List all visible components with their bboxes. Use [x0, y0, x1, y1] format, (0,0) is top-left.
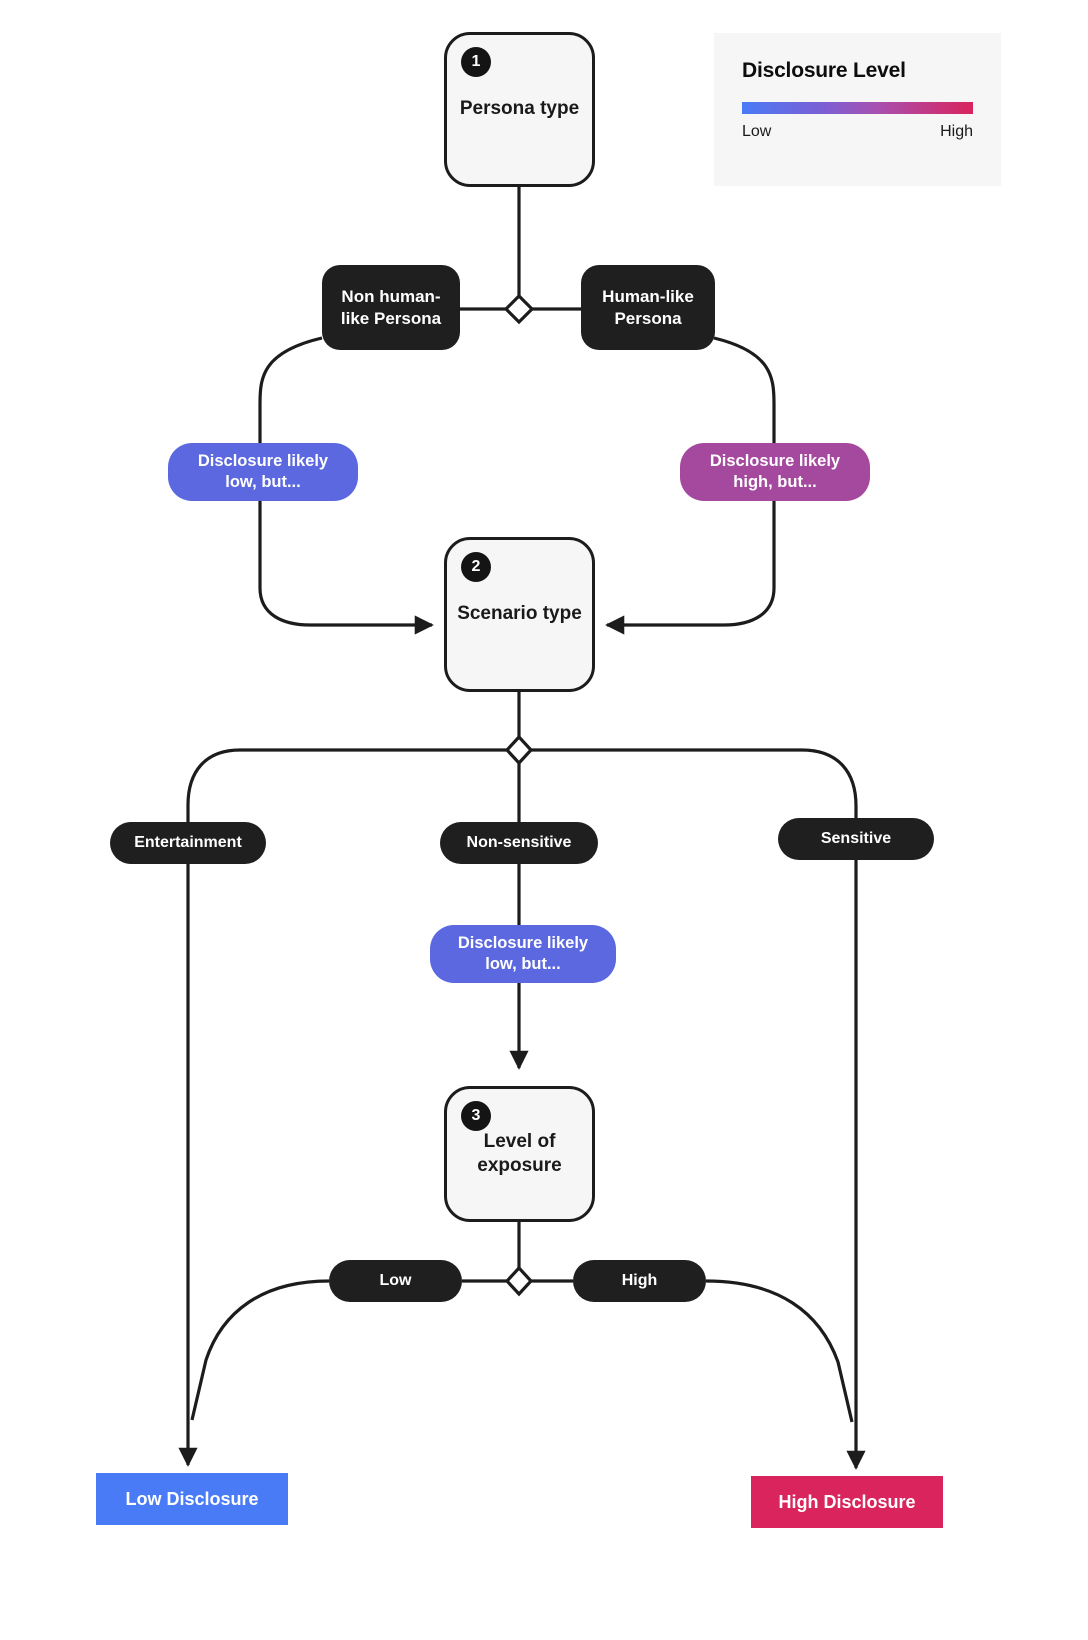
option-label: Entertainment: [134, 833, 242, 851]
note-persona-high-disclosure: Disclosure likely high, but...: [680, 443, 870, 501]
stage-title-level-of-exposure: Level of exposure: [477, 1130, 562, 1176]
stage-level-of-exposure[interactable]: 3 Level of exposure: [444, 1086, 595, 1222]
note-scenario-low-disclosure: Disclosure likely low, but...: [430, 925, 616, 983]
stage-number-badge-3: 3: [461, 1101, 491, 1131]
note-persona-low-disclosure: Disclosure likely low, but...: [168, 443, 358, 501]
option-exposure-high[interactable]: High: [573, 1260, 706, 1302]
note-label: Disclosure likely low, but...: [457, 933, 589, 973]
stage-title-persona-type: Persona type: [459, 98, 580, 120]
stage-persona-type[interactable]: 1 Persona type: [444, 32, 595, 187]
option-label: Low: [379, 1271, 412, 1289]
stage-number-badge-1: 1: [461, 47, 491, 77]
option-label: Non human-like Persona: [340, 287, 442, 328]
option-label: High: [621, 1271, 658, 1289]
legend-scale: Low High: [742, 123, 973, 141]
note-label: Disclosure likely low, but...: [197, 451, 329, 491]
option-non-sensitive[interactable]: Non-sensitive: [440, 822, 598, 864]
legend-panel: Disclosure Level Low High: [714, 33, 1001, 186]
stage-number-badge-2: 2: [461, 552, 491, 582]
result-label: Low Disclosure: [125, 1488, 259, 1509]
result-label: High Disclosure: [778, 1491, 916, 1512]
stage-title-scenario-type: Scenario type: [457, 603, 582, 625]
option-label: Sensitive: [820, 829, 892, 847]
legend-title: Disclosure Level: [742, 59, 906, 82]
option-sensitive[interactable]: Sensitive: [778, 818, 934, 860]
note-label: Disclosure likely high, but...: [709, 451, 841, 491]
legend-low-label: Low: [742, 123, 772, 140]
stage-scenario-type[interactable]: 2 Scenario type: [444, 537, 595, 692]
legend-high-label: High: [940, 123, 973, 140]
option-label: Non-sensitive: [466, 833, 572, 851]
option-entertainment[interactable]: Entertainment: [110, 822, 266, 864]
option-human-like-persona[interactable]: Human-like Persona: [581, 265, 715, 350]
option-label: Human-like Persona: [602, 287, 694, 328]
result-high-disclosure[interactable]: High Disclosure: [751, 1476, 943, 1528]
option-non-human-like-persona[interactable]: Non human-like Persona: [322, 265, 460, 350]
option-exposure-low[interactable]: Low: [329, 1260, 462, 1302]
result-low-disclosure[interactable]: Low Disclosure: [96, 1473, 288, 1525]
legend-gradient-bar: [742, 102, 973, 114]
